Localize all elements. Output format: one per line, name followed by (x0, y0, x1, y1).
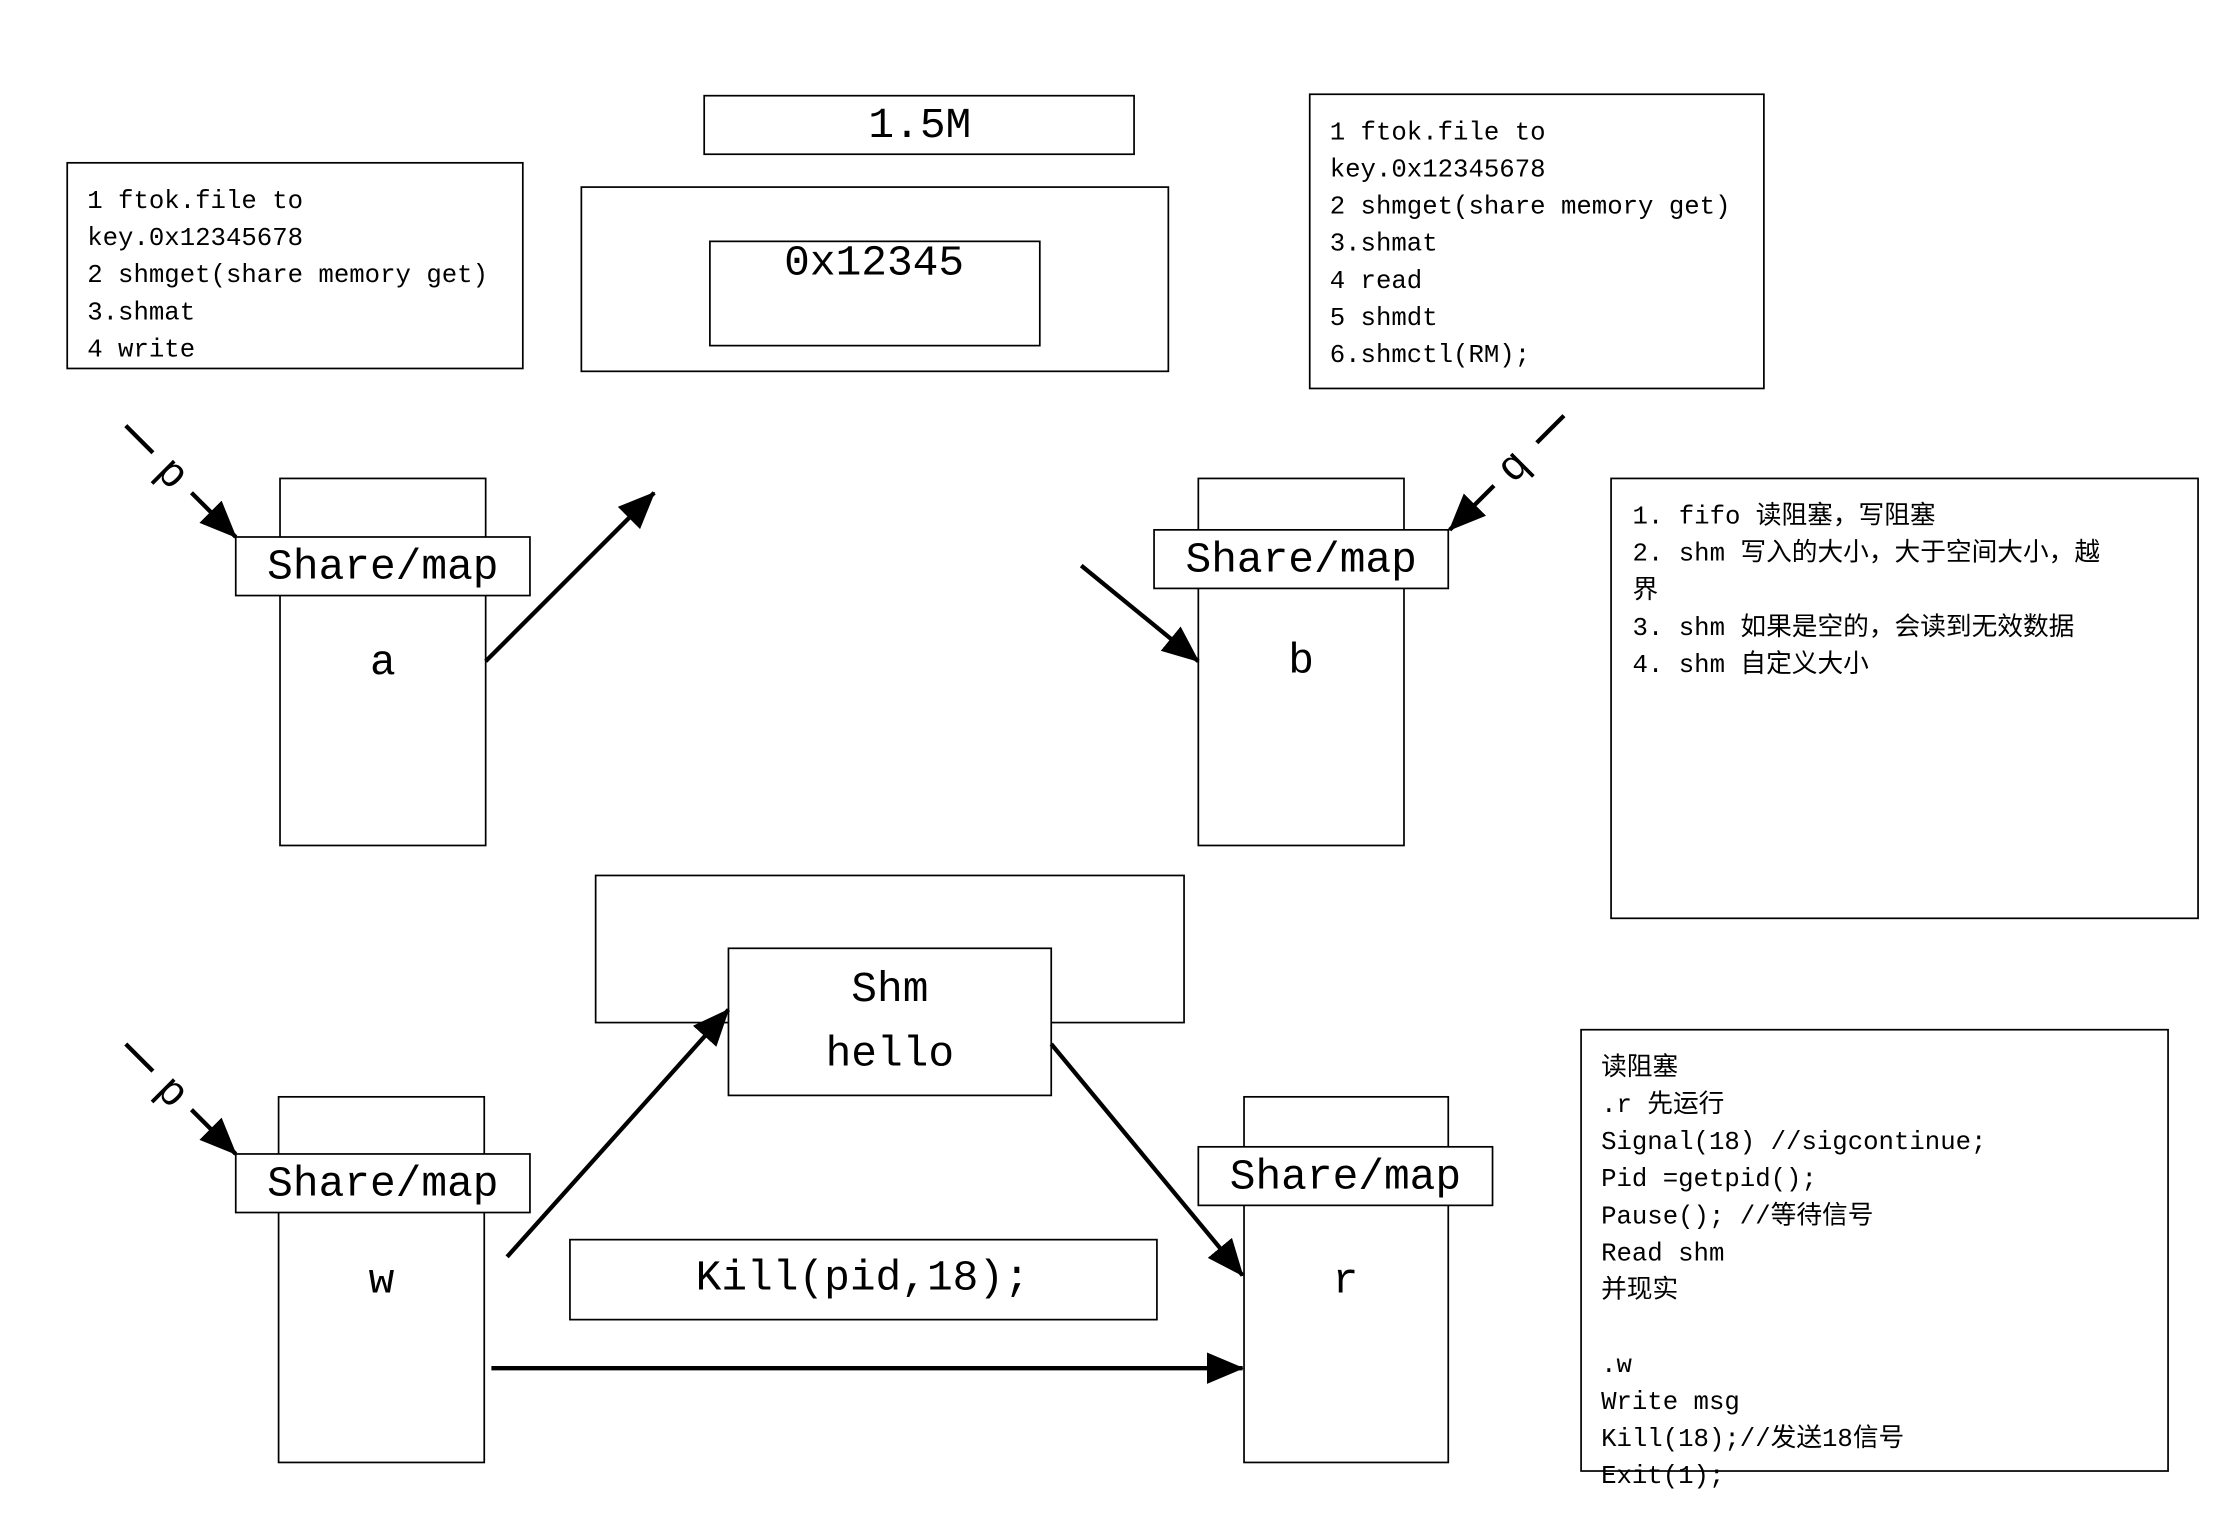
reader-step-line: 5 shmdt (1330, 304, 1438, 333)
writer-step-line: 3.shmat (87, 298, 195, 327)
arrow-p-to-a-tail (124, 424, 155, 455)
arrow-a-to-memory (484, 491, 656, 663)
note-line: 3. shm 如果是空的，会读到无效数据 (1632, 612, 2074, 643)
writer-step-line: key.0x12345678 (87, 224, 303, 253)
shm-title: Shm (851, 965, 928, 1014)
memory-key-box (709, 240, 1041, 347)
reader-step-line: 1 ftok.file to (1330, 118, 1546, 147)
arrow-shm-to-r (1049, 1042, 1245, 1277)
reader-steps-box (1308, 93, 1765, 390)
sync-note-line: 读阻塞 (1601, 1052, 1678, 1083)
reader-step-line: key.0x12345678 (1330, 155, 1546, 184)
process-a-sharemap-box (234, 536, 531, 597)
note-line: 1. fifo 读阻塞，写阻塞 (1632, 500, 1935, 531)
signal-call-box (569, 1238, 1158, 1321)
arrow-memory-to-b (1079, 563, 1200, 663)
sync-note-line: .r 先运行 (1601, 1089, 1724, 1120)
process-a-sharemap-label: Share/map (267, 542, 498, 591)
reader-step-line: 2 shmget(share memory get) (1330, 193, 1731, 222)
arrow-p-to-a (189, 491, 238, 539)
process-b-sharemap-label: Share/map (1186, 535, 1417, 584)
reader-step-line: 6.shmctl(RM); (1330, 341, 1530, 370)
writer-step-line: 2 shmget(share memory get) (87, 261, 488, 290)
writer-steps-box (66, 161, 524, 370)
arrow-q-to-b-tail (1535, 414, 1566, 445)
arrow-p-to-w (189, 1108, 238, 1156)
notes-box (1610, 477, 2199, 920)
process-a-name: a (370, 638, 396, 687)
process-r-sharemap-box (1197, 1145, 1494, 1207)
note-line: 界 (1632, 576, 1658, 606)
note-line: 4. shm 自定义大小 (1632, 649, 1869, 680)
writer-step-line: 4 write (87, 335, 195, 364)
reader-step-line: 3.shmat (1330, 230, 1438, 259)
arrow-p-to-w-tail (124, 1042, 155, 1073)
writer-step-line: 1 ftok.file to (87, 187, 303, 216)
process-b-sharemap-box (1153, 528, 1450, 590)
sync-note-line: Pid =getpid(); (1601, 1165, 1817, 1194)
process-w-sharemap-box (234, 1153, 531, 1214)
reader-step-line: 4 read (1330, 267, 1423, 296)
sync-note-line: 并现实 (1601, 1275, 1678, 1306)
process-r-sharemap-label: Share/map (1230, 1152, 1461, 1201)
process-b-name: b (1288, 637, 1314, 686)
sync-note-line: Exit(1); (1601, 1462, 1724, 1491)
arrow-w-to-shm (505, 1008, 731, 1259)
sync-note-line: Pause(); //等待信号 (1601, 1200, 1873, 1231)
sync-notes-box (1580, 1028, 2169, 1472)
memory-key-label: 0x12345 (784, 238, 964, 287)
process-r-name: r (1333, 1257, 1359, 1306)
sync-note-line: .w (1601, 1351, 1632, 1380)
signal-call-label: Kill(pid,18); (696, 1254, 1030, 1303)
sync-note-line: Read shm (1601, 1239, 1724, 1268)
arrow-q-to-b (1448, 484, 1496, 532)
note-line: 2. shm 写入的大小，大于空间大小，越 (1632, 538, 2100, 569)
process-w-name: w (369, 1257, 395, 1306)
sync-note-line: Write msg (1601, 1388, 1740, 1417)
process-w-sharemap-label: Share/map (267, 1159, 498, 1208)
sync-note-line: Kill(18);//发送18信号 (1601, 1423, 1904, 1454)
sync-note-line: Signal(18) //sigcontinue; (1601, 1128, 1986, 1157)
shm-content: hello (826, 1029, 955, 1078)
memory-size-box (703, 94, 1135, 156)
shm-content-box (727, 947, 1053, 1097)
memory-size-label: 1.5M (868, 101, 971, 150)
